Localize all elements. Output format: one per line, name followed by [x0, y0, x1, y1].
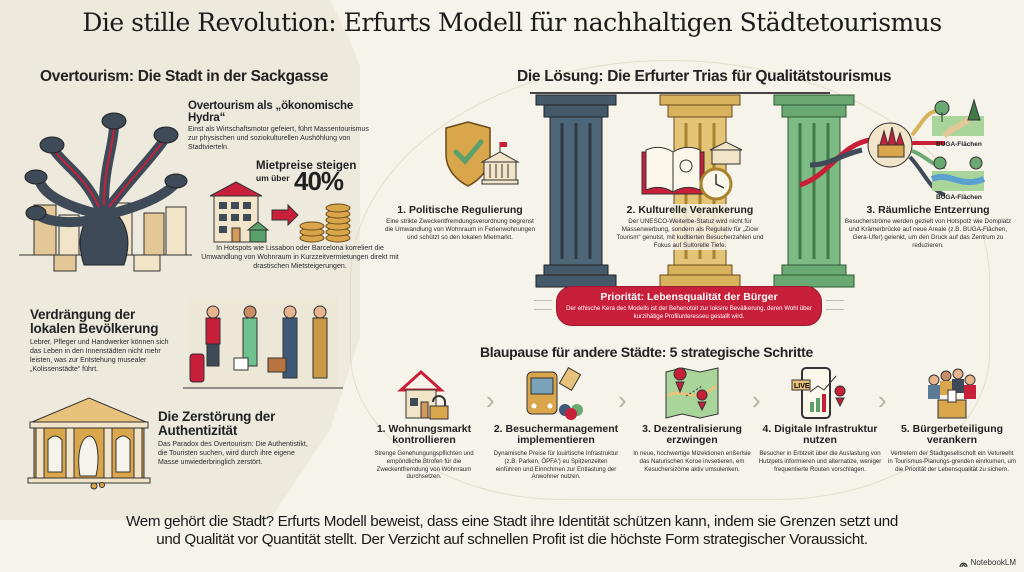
step-4-text: Besucher in Erbtzeit über die Auslastung…	[758, 449, 882, 473]
rent-sub: um über	[256, 173, 290, 183]
step-2-title: 2. Besuchermanagement implementieren	[493, 423, 619, 447]
pillar-3-text: Besucherströme werden gezielt von Hotspo…	[844, 218, 1012, 250]
pillar-2-text: Der UNESCO-Weiterbe-Statuz wird nicht fü…	[616, 218, 764, 250]
step-2: 2. Besuchermanagement implementieren Dyn…	[492, 364, 620, 481]
hydra-heading: Overtourism als „ökonomische Hydra“	[188, 100, 354, 125]
displacement-text: Lebrer, Pfleger und Handwerker können si…	[30, 339, 169, 373]
authenticity-text: Das Paradox des Overtourism: Die Authent…	[158, 441, 308, 466]
pillar-3-title: 3. Räumliche Entzerrung	[866, 204, 990, 216]
page-title: Die stille Revolution: Erfurts Modell fü…	[82, 8, 942, 37]
step-5: 5. Bürgerbeteiligung verankern Vertreter…	[888, 364, 1016, 473]
priority-deco-right	[826, 300, 844, 310]
step-1-title: 1. Wohnungsmarkt kontrollieren	[376, 423, 472, 447]
notebooklm-logo-icon	[959, 562, 968, 567]
map-pins-icon	[665, 367, 719, 419]
problem-heading: Overtourism: Die Stadt in der Sackgasse	[40, 68, 329, 85]
priority-text: Der ethische Kera dec Modells ist der Be…	[566, 305, 812, 320]
conclusion-line-2: und Qualität vor Quantität stellt. Der V…	[156, 531, 868, 549]
shield-check-icon	[445, 121, 520, 187]
displacement-block: Verdrängung der lokalen Bevölkerung Lebr…	[30, 307, 180, 374]
step-3: 3. Dezentralisierung erzwingen In neue, …	[628, 364, 756, 473]
step-4: LIVE 4. Digitale Infrastruktur nutzen Be…	[756, 364, 884, 473]
pillar-2-title: 2. Kulturelle Verankerung	[626, 204, 754, 216]
authenticity-heading: Die Zerstörung der Authentizität	[158, 409, 276, 439]
notebooklm-branding: NotebookLM	[959, 558, 1016, 567]
priority-banner: Priorität: Lebensqualität der Bürger Der…	[556, 286, 822, 326]
house-to-coins-icon	[209, 181, 351, 243]
pillars-architrave	[530, 92, 830, 94]
rent-value: 40%	[294, 166, 344, 196]
house-lock-icon	[397, 369, 449, 420]
hydra-over-city-icon	[19, 112, 192, 272]
pillar-green	[773, 94, 855, 288]
step-4-title: 4. Digitale Infrastruktur nutzen	[762, 423, 878, 447]
pillar-card-2: 2. Kulturelle Verankerung Der UNESCO-Wei…	[614, 204, 766, 251]
conclusion-line-1: Wem gehört die Stadt? Erfurts Modell bew…	[126, 513, 898, 530]
bus-price-tag-icon	[526, 367, 583, 420]
step-5-text: Vertretern der Stadtgesellschoft ein Vet…	[888, 449, 1016, 473]
chevron-right-icon: ›	[752, 385, 761, 415]
priority-deco-left	[534, 300, 552, 310]
decorative-arc	[350, 60, 990, 500]
step-1-text: Strenge Genehungungspflichten und empönd…	[374, 449, 474, 481]
rent-label: Mietpreise steigen	[256, 160, 357, 172]
buga-label-2: BUGA-Flächen	[936, 194, 982, 201]
svg-text:LIVE: LIVE	[794, 383, 810, 390]
hydra-text: Einst als Wirtschaftsmotor gefeiert, füh…	[188, 126, 369, 151]
crumbling-temple-icon	[27, 397, 151, 490]
step-2-text: Dynamische Preise für louirtische Infras…	[493, 449, 619, 481]
hydra-block: Overtourism als „ökonomische Hydra“ Eins…	[188, 100, 378, 152]
buga-river-icon	[930, 156, 986, 191]
buga-park-icon	[932, 98, 984, 138]
pillar-1-title: 1. Politische Regulierung	[397, 204, 523, 216]
step-1: 1. Wohnungsmarkt kontrollieren Strenge G…	[360, 364, 488, 481]
phone-live-icon: LIVE	[791, 367, 846, 419]
rent-text: In Hotspots wie Lissabon oder Barcelona …	[201, 245, 399, 270]
conclusion: Wem gehört die Stadt? Erfurts Modell bew…	[0, 513, 1024, 549]
pillar-card-3: 3. Räumliche Entzerrung Besucherströme w…	[840, 204, 1016, 250]
brand-label: NotebookLM	[970, 558, 1016, 567]
pillar-1-text: Eine strikte Zweckentfremdungsverordnung…	[384, 218, 536, 242]
priority-title: Priorität: Lebensqualität der Bürger	[600, 291, 778, 303]
authenticity-block: Die Zerstörung der Authentizität Das Par…	[158, 409, 308, 468]
step-3-text: In neue, hochwertige Mizektionen enßerls…	[633, 449, 751, 473]
chevron-right-icon: ›	[618, 385, 627, 415]
solution-heading: Die Lösung: Die Erfurter Trias für Quali…	[517, 68, 892, 85]
chevron-right-icon: ›	[878, 385, 887, 415]
workers-leaving-icon	[183, 298, 343, 389]
pillar-card-1: 1. Politische Regulierung Eine strikte Z…	[382, 204, 538, 242]
step-5-title: 5. Bürgerbeteiligung verankern	[900, 423, 1004, 447]
buga-label-1: BUGA-Flächen	[936, 141, 982, 148]
blueprint-heading: Blaupause für andere Städte: 5 strategis…	[480, 344, 813, 360]
step-3-title: 3. Dezentralisierung erzwingen	[642, 423, 742, 447]
book-clock-icon	[641, 141, 743, 201]
displacement-heading: Verdrängung der lokalen Bevölkerung	[30, 307, 159, 337]
ballot-box-citizens-icon	[928, 368, 976, 419]
pillar-blue	[535, 94, 617, 288]
chevron-right-icon: ›	[486, 385, 495, 415]
